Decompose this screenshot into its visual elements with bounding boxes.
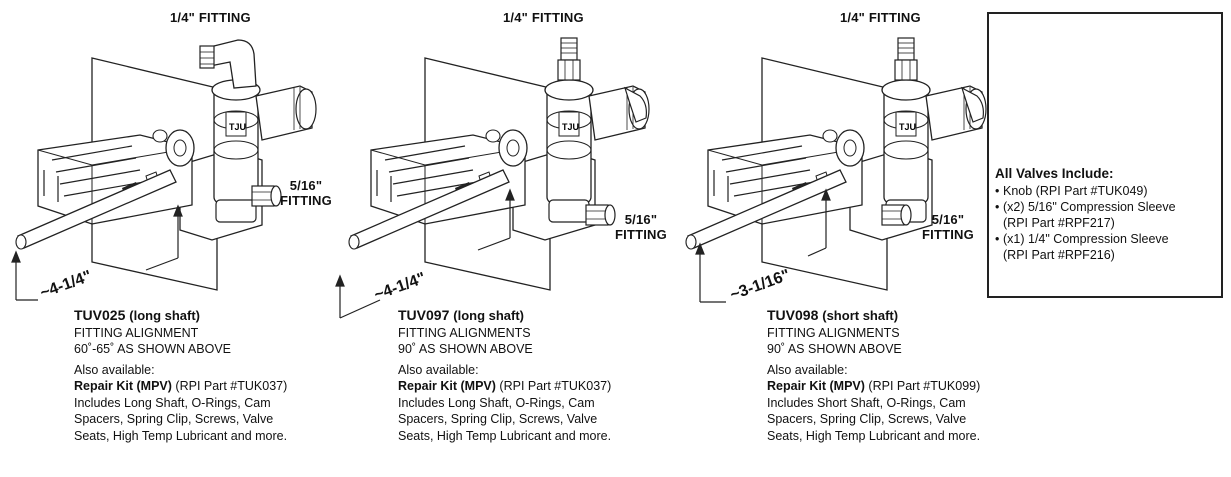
alignment-value: 90˚ AS SHOWN ABOVE (767, 342, 902, 356)
kit-description-line: Includes Short Shaft, O-Rings, Cam (767, 395, 966, 410)
kit-name: Repair Kit (MPV) (398, 379, 496, 393)
also-available: Also available: (767, 362, 848, 377)
valve-drawing-tuv097 (348, 37, 650, 291)
model-block-tuv097: TUV097 (long shaft) FITTING ALIGNMENTS 9… (398, 307, 611, 444)
kit-description-line: Spacers, Spring Clip, Screws, Valve (767, 412, 967, 426)
kit-description-line: Spacers, Spring Clip, Screws, Valve (74, 412, 274, 426)
kit-description-line: Includes Long Shaft, O-Rings, Cam (398, 395, 595, 410)
includes-heading: All Valves Include: (995, 166, 1114, 181)
dimension-arrow-1 (11, 204, 183, 301)
kit-part: (RPI Part #TUK099) (868, 379, 981, 393)
kit-description-line: Seats, High Temp Lubricant and more. (74, 428, 288, 443)
model-block-tuv098: TUV098 (short shaft) FITTING ALIGNMENTS … (767, 307, 980, 444)
fitting-label-quarter-3: 1/4" FITTING (840, 10, 921, 25)
model-name: TUV025 (74, 307, 126, 323)
also-available: Also available: (398, 362, 479, 377)
fitting-label-516-3: 5/16" FITTING (922, 212, 974, 242)
shaft-type: (long shaft) (453, 308, 525, 323)
valve-drawing-tuv025 (15, 39, 317, 291)
shaft-type: (long shaft) (129, 308, 201, 323)
alignment-title: FITTING ALIGNMENT (74, 325, 199, 340)
kit-description-line: Seats, High Temp Lubricant and more. (767, 428, 981, 443)
model-block-tuv025: TUV025 (long shaft) FITTING ALIGNMENT 60… (74, 307, 287, 444)
kit-name: Repair Kit (MPV) (767, 379, 865, 393)
model-name: TUV097 (398, 307, 450, 323)
includes-item: (x1) 1/4" Compression Sleeve(RPI Part #R… (995, 231, 1227, 263)
alignment-value: 90˚ AS SHOWN ABOVE (398, 342, 533, 356)
includes-list-panel: All Valves Include: Knob (RPI Part #TUK0… (987, 166, 1227, 263)
dimension-arrow-2 (335, 188, 515, 319)
kit-part: (RPI Part #TUK037) (175, 379, 288, 393)
includes-list: Knob (RPI Part #TUK049) (x2) 5/16" Compr… (987, 183, 1227, 263)
kit-part: (RPI Part #TUK037) (499, 379, 612, 393)
fitting-label-quarter-2: 1/4" FITTING (503, 10, 584, 25)
kit-description-line: Seats, High Temp Lubricant and more. (398, 428, 612, 443)
kit-description-line: Spacers, Spring Clip, Screws, Valve (398, 412, 598, 426)
kit-description-line: Includes Long Shaft, O-Rings, Cam (74, 395, 271, 410)
kit-name: Repair Kit (MPV) (74, 379, 172, 393)
also-available: Also available: (74, 362, 155, 377)
dimension-arrow-3 (695, 188, 831, 303)
fitting-label-516-1: 5/16" FITTING (280, 178, 332, 208)
includes-item: (x2) 5/16" Compression Sleeve(RPI Part #… (995, 199, 1227, 231)
alignment-value: 60˚-65˚ AS SHOWN ABOVE (74, 342, 231, 356)
shaft-type: (short shaft) (822, 308, 899, 323)
valve-drawing-tuv098 (685, 37, 987, 291)
alignment-title: FITTING ALIGNMENTS (767, 325, 900, 340)
model-name: TUV098 (767, 307, 819, 323)
fitting-label-quarter-1: 1/4" FITTING (170, 10, 251, 25)
alignment-title: FITTING ALIGNMENTS (398, 325, 531, 340)
includes-item: Knob (RPI Part #TUK049) (995, 183, 1227, 199)
fitting-label-516-2: 5/16" FITTING (615, 212, 667, 242)
